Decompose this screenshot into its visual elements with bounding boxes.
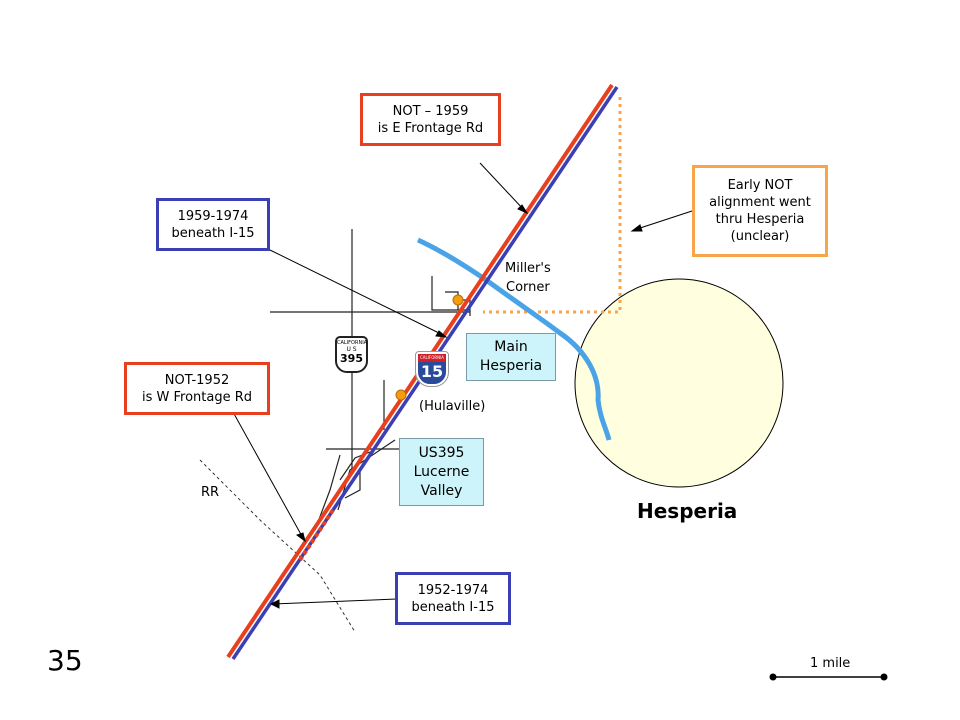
i15-shield-icon: CALIFORNIA 15 [415, 351, 449, 387]
shield-number: 15 [420, 362, 444, 381]
callout-text: US395 [418, 444, 465, 461]
callout-text: is E Frontage Rd [377, 120, 484, 136]
railroad-label: RR [201, 485, 220, 500]
callout-text: NOT-1952 [164, 372, 230, 388]
callout-text: 1952-1974 [417, 582, 489, 598]
callout-text: Early NOT [727, 178, 793, 193]
millers-corner-label: Miller's Corner [505, 261, 551, 295]
callout-text: (unclear) [730, 229, 790, 244]
millers-corner-dot [452, 294, 464, 306]
railroad-line [199, 459, 356, 633]
callout-us395-lucerne-valley: US395 Lucerne Valley [399, 438, 484, 506]
callout-main-hesperia: Main Hesperia [466, 333, 556, 381]
early-alignment-dotted [483, 97, 622, 314]
shield-number: 395 [340, 352, 363, 365]
scale-bar-label: 1 mile [810, 656, 851, 671]
callout-text: Valley [420, 482, 463, 499]
shield-state-text: CALIFORNIA [337, 340, 368, 346]
scale-bar [769, 673, 888, 681]
wash-blue-line [416, 237, 612, 441]
us395-shield-icon: CALIFORNIA U S 395 [335, 336, 368, 373]
callout-not-1959: NOT – 1959 is E Frontage Rd [360, 93, 501, 146]
hesperia-label: Hesperia [637, 499, 738, 523]
slide-number: 35 [47, 644, 83, 677]
callout-1952-1974: 1952-1974 beneath I-15 [395, 572, 511, 625]
callout-text: Lucerne [413, 463, 470, 480]
callout-1959-1974: 1959-1974 beneath I-15 [156, 198, 270, 251]
shield-us-text: U S [346, 346, 357, 353]
shield-state-text: CALIFORNIA [418, 354, 446, 362]
callout-text: Main [494, 339, 528, 355]
callout-text: beneath I-15 [171, 225, 255, 241]
hesperia-town-circle [574, 278, 784, 488]
red-dotted-segment [298, 508, 335, 562]
hulaville-dot [395, 389, 407, 401]
callout-not-1952: NOT-1952 is W Frontage Rd [124, 362, 270, 415]
hulaville-label: (Hulaville) [419, 399, 486, 414]
callout-early-not: Early NOT alignment went thru Hesperia (… [692, 165, 828, 257]
callout-text: beneath I-15 [411, 599, 495, 615]
callout-text: alignment went [709, 195, 811, 210]
callout-text: is W Frontage Rd [141, 389, 253, 405]
callout-text: thru Hesperia [715, 212, 805, 227]
callout-text: NOT – 1959 [392, 103, 469, 119]
leader-arrows [232, 162, 693, 609]
callout-text: 1959-1974 [177, 208, 249, 224]
callout-text: Hesperia [479, 358, 543, 374]
